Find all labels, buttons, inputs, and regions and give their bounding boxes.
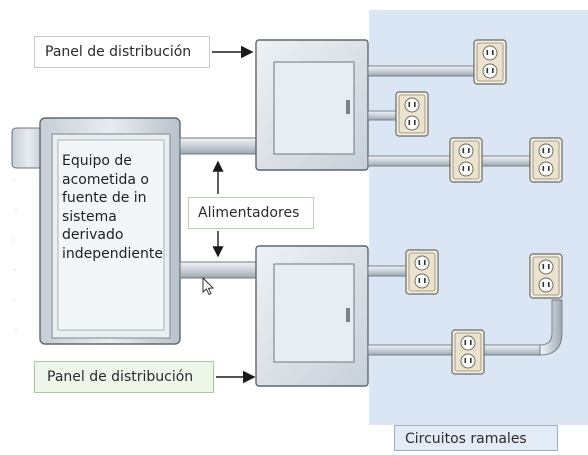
mouse-cursor-icon <box>202 276 215 296</box>
service-equipment-line: derivado <box>62 227 124 243</box>
receptacle-icon <box>529 137 563 183</box>
service-equipment-line: sistema <box>62 208 117 225</box>
receptacle-icon <box>395 91 429 137</box>
receptacle-icon <box>405 249 439 295</box>
service-equipment-line: fuente de in <box>62 190 147 206</box>
branch-circuits-label: Circuitos ramales <box>394 425 558 451</box>
distribution-panel-label-top: Panel de distribución <box>34 36 210 68</box>
receptacle-icon <box>449 137 483 183</box>
receptacle-icon <box>473 39 507 85</box>
feeders-label: Alimentadores <box>188 197 314 229</box>
receptacle-icon <box>529 253 563 299</box>
service-equipment-label: Equipo de acometida o fuente de in siste… <box>62 152 170 263</box>
service-equipment-line: Equipo de <box>62 153 132 169</box>
distribution-panel-bottom <box>255 245 369 387</box>
service-equipment-line: independiente <box>62 245 164 262</box>
distribution-panel-top <box>255 39 369 171</box>
service-equipment-line: acometida o <box>62 171 149 188</box>
feeder-conduit-top <box>179 137 257 155</box>
service-equipment <box>11 117 181 345</box>
branch-conduits-top <box>367 65 533 167</box>
background-dots <box>12 179 17 331</box>
branch-conduits-bottom <box>367 265 563 356</box>
distribution-panel-label-bottom: Panel de distribución <box>34 361 214 393</box>
feeder-conduit-bottom <box>179 261 257 279</box>
receptacle-icon <box>451 329 485 375</box>
